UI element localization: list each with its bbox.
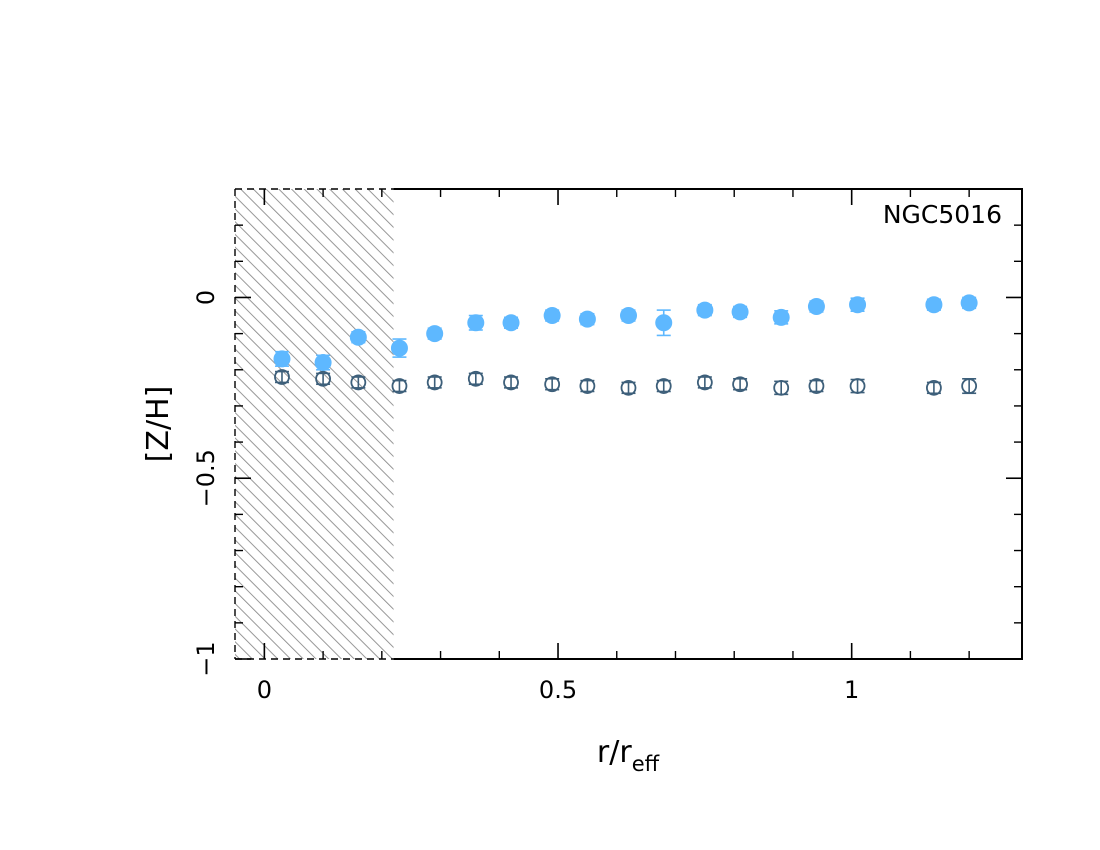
- filled-data-point: [849, 296, 867, 314]
- point-marker: [579, 378, 596, 394]
- open-data-point: [544, 376, 561, 393]
- galaxy-annotation: NGC5016: [883, 200, 1002, 229]
- open-data-point: [467, 370, 484, 387]
- point-marker: [732, 376, 748, 393]
- point-marker: [696, 301, 714, 319]
- open-data-point: [579, 378, 596, 394]
- open-data-point: [315, 370, 331, 387]
- point-marker: [655, 314, 673, 332]
- point-marker: [807, 298, 825, 315]
- point-marker: [467, 370, 484, 387]
- point-marker: [390, 339, 408, 357]
- point-marker: [731, 303, 749, 321]
- point-marker: [544, 376, 561, 393]
- point-marker: [349, 328, 367, 346]
- filled-data-point: [426, 325, 444, 343]
- filled-data-point: [578, 310, 596, 328]
- point-marker: [350, 374, 367, 391]
- y-tick-label: −1: [192, 641, 220, 676]
- point-marker: [467, 314, 485, 332]
- point-marker: [503, 374, 519, 391]
- open-data-point: [503, 374, 519, 391]
- point-marker: [578, 310, 596, 328]
- point-marker: [273, 350, 291, 368]
- filled-data-point: [502, 314, 520, 332]
- open-data-point: [808, 378, 825, 394]
- filled-data-point: [314, 354, 332, 372]
- point-marker: [772, 308, 790, 326]
- filled-data-point: [772, 308, 790, 326]
- point-marker: [314, 354, 332, 372]
- filled-data-point: [349, 328, 367, 346]
- filled-data-point: [655, 309, 673, 337]
- hatched-region: [235, 189, 394, 659]
- y-tick-label: 0: [192, 290, 220, 305]
- filled-data-point: [467, 314, 485, 332]
- open-data-point: [426, 374, 443, 391]
- filled-data-point: [731, 303, 749, 321]
- open-data-point: [655, 378, 672, 394]
- point-marker: [925, 296, 943, 314]
- y-tick-label: −0.5: [192, 449, 220, 507]
- point-marker: [315, 370, 331, 387]
- x-axis-title: r/reff: [597, 735, 660, 776]
- x-tick-label: 0: [257, 676, 272, 704]
- point-marker: [849, 378, 866, 394]
- open-data-point: [696, 374, 713, 391]
- open-data-point: [274, 369, 290, 385]
- open-data-point: [926, 379, 942, 396]
- open-data-point: [732, 376, 748, 393]
- point-marker: [620, 379, 637, 396]
- open-data-point: [350, 374, 367, 391]
- point-marker: [961, 378, 978, 394]
- x-tick-label: 1: [844, 676, 859, 704]
- open-data-point: [849, 378, 866, 394]
- open-data-point: [961, 378, 978, 395]
- hatched-region-border: [234, 188, 394, 660]
- point-marker: [773, 379, 790, 396]
- filled-data-point: [620, 307, 637, 325]
- filled-data-point: [960, 294, 978, 312]
- open-data-point: [620, 379, 637, 396]
- filled-data-point: [807, 298, 825, 315]
- x-tick-label: 0.5: [539, 676, 577, 704]
- x-axis-title-main: r/r: [597, 735, 632, 770]
- point-marker: [808, 378, 825, 394]
- open-data-point: [391, 378, 408, 394]
- point-marker: [620, 307, 637, 325]
- open-data-point: [773, 379, 790, 396]
- point-marker: [502, 314, 520, 332]
- point-marker: [391, 378, 408, 394]
- filled-data-point: [390, 338, 408, 358]
- filled-data-point: [273, 350, 291, 368]
- point-marker: [696, 374, 713, 391]
- point-marker: [426, 325, 444, 343]
- point-marker: [274, 369, 290, 385]
- x-axis-title-sub: eff: [632, 752, 660, 776]
- point-marker: [960, 294, 978, 312]
- point-marker: [543, 307, 561, 325]
- point-marker: [655, 378, 672, 394]
- point-marker: [426, 374, 443, 391]
- filled-data-point: [543, 307, 561, 325]
- filled-data-point: [696, 301, 714, 319]
- plot-frame: [393, 188, 1023, 660]
- y-axis-title: [Z/H]: [141, 386, 176, 463]
- point-marker: [926, 379, 942, 396]
- filled-data-point: [925, 296, 943, 314]
- point-marker: [849, 296, 867, 314]
